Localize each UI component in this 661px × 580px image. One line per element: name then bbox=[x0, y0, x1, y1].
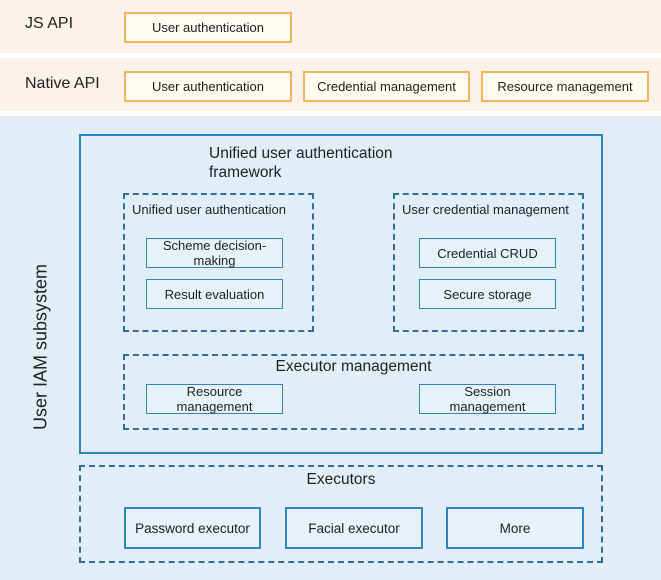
js-api-label: JS API bbox=[25, 15, 74, 32]
user-iam-subsystem-label: User IAM subsystem bbox=[30, 263, 51, 431]
executor-management-title: Executor management bbox=[275, 358, 432, 375]
session-management-line2: management bbox=[449, 399, 526, 414]
session-management-line1: Session bbox=[464, 384, 511, 399]
unified-user-authentication-module bbox=[123, 193, 314, 332]
user-credential-management-module bbox=[393, 193, 584, 332]
result-evaluation-box: Result evaluation bbox=[146, 279, 283, 309]
resource-management-line1: Resource bbox=[186, 384, 243, 399]
executors-module bbox=[79, 465, 603, 563]
native-user-authentication-box: User authentication bbox=[124, 71, 292, 102]
native-credential-management-box: Credential management bbox=[303, 71, 470, 102]
resource-management-line2: management bbox=[176, 399, 253, 414]
js-api-layer bbox=[0, 0, 661, 53]
unified-framework-title: Unified user authentication framework bbox=[209, 144, 393, 182]
facial-executor-box: Facial executor bbox=[285, 507, 423, 549]
executor-management-module bbox=[123, 354, 584, 430]
framework-title-line2: framework bbox=[209, 164, 282, 181]
unified-user-authentication-title: Unified user authentication bbox=[132, 202, 286, 217]
native-resource-management-box: Resource management bbox=[481, 71, 649, 102]
password-executor-box: Password executor bbox=[124, 507, 261, 549]
credential-crud-box: Credential CRUD bbox=[419, 238, 556, 268]
js-user-authentication-box: User authentication bbox=[124, 12, 292, 43]
user-credential-management-title: User credential management bbox=[402, 202, 569, 217]
secure-storage-box: Secure storage bbox=[419, 279, 556, 309]
scheme-decision-line2: making bbox=[193, 253, 236, 268]
session-management-box: Session management bbox=[419, 384, 556, 414]
scheme-decision-making-box: Scheme decision- making bbox=[146, 238, 283, 268]
scheme-decision-line1: Scheme decision- bbox=[162, 238, 267, 253]
executors-title: Executors bbox=[306, 471, 376, 488]
unified-framework-frame bbox=[79, 134, 603, 454]
resource-management-box: Resource management bbox=[146, 384, 283, 414]
native-api-label: Native API bbox=[25, 75, 100, 92]
more-executors-box: More bbox=[446, 507, 584, 549]
framework-title-line1: Unified user authentication bbox=[209, 145, 393, 162]
